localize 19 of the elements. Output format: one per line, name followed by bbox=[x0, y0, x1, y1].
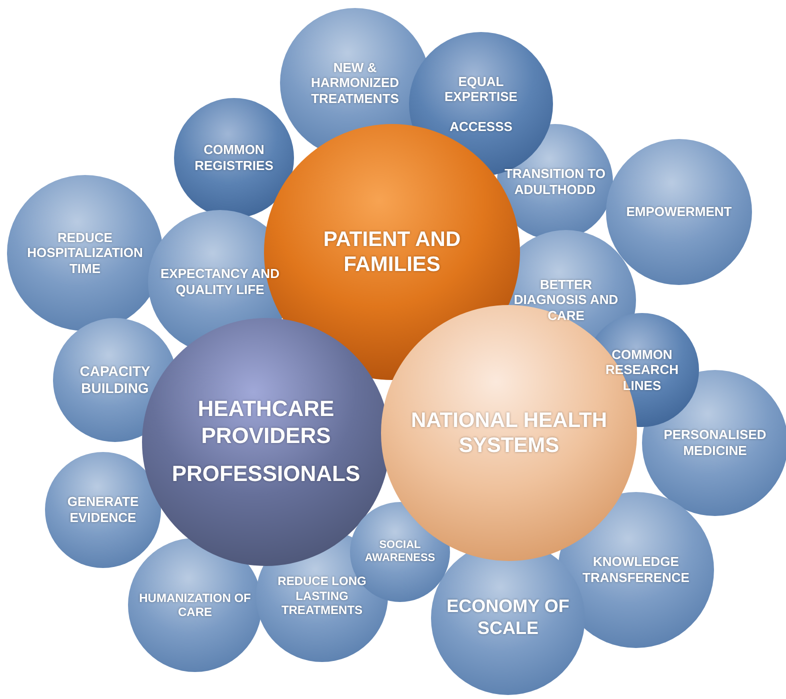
bubble-label: HUMANIZATION OF CARE bbox=[138, 590, 252, 620]
bubble-label: CAPACITY BUILDING bbox=[78, 363, 152, 397]
bubble-label: ECONOMY OF SCALE bbox=[446, 596, 570, 640]
bubble-label: COMMON REGISTRIES bbox=[194, 142, 274, 174]
bubble-label: GENERATE EVIDENCE bbox=[66, 494, 140, 526]
bubble-label: HEATHCARE PROVIDERS bbox=[196, 396, 336, 450]
bubble-label: EMPOWERMENT bbox=[626, 204, 732, 220]
bubble-label: PERSONALISED MEDICINE bbox=[662, 427, 768, 459]
bubble-label: PROFESSIONALS bbox=[172, 461, 360, 488]
bubble-label: SOCIAL AWARENESS bbox=[364, 538, 436, 566]
bubble-label: REDUCE LONG LASTING TREATMENTS bbox=[276, 574, 368, 618]
bubble-label: ACCESSS bbox=[450, 118, 512, 134]
bubble-label: NEW & HARMONIZED TREATMENTS bbox=[310, 60, 400, 106]
bubble-label: EQUAL EXPERTISE bbox=[444, 74, 518, 105]
bubble-label: TRANSITION TO ADULTHODD bbox=[504, 166, 606, 198]
bubble-label: PATIENT AND FAMILIES bbox=[322, 226, 462, 278]
bubble-label: KNOWLEDGE TRANSFERENCE bbox=[582, 554, 690, 586]
bubble-label: REDUCE HOSPITALIZATION TIME bbox=[26, 230, 144, 276]
bubble-label: NATIONAL HEALTH SYSTEMS bbox=[410, 408, 608, 458]
